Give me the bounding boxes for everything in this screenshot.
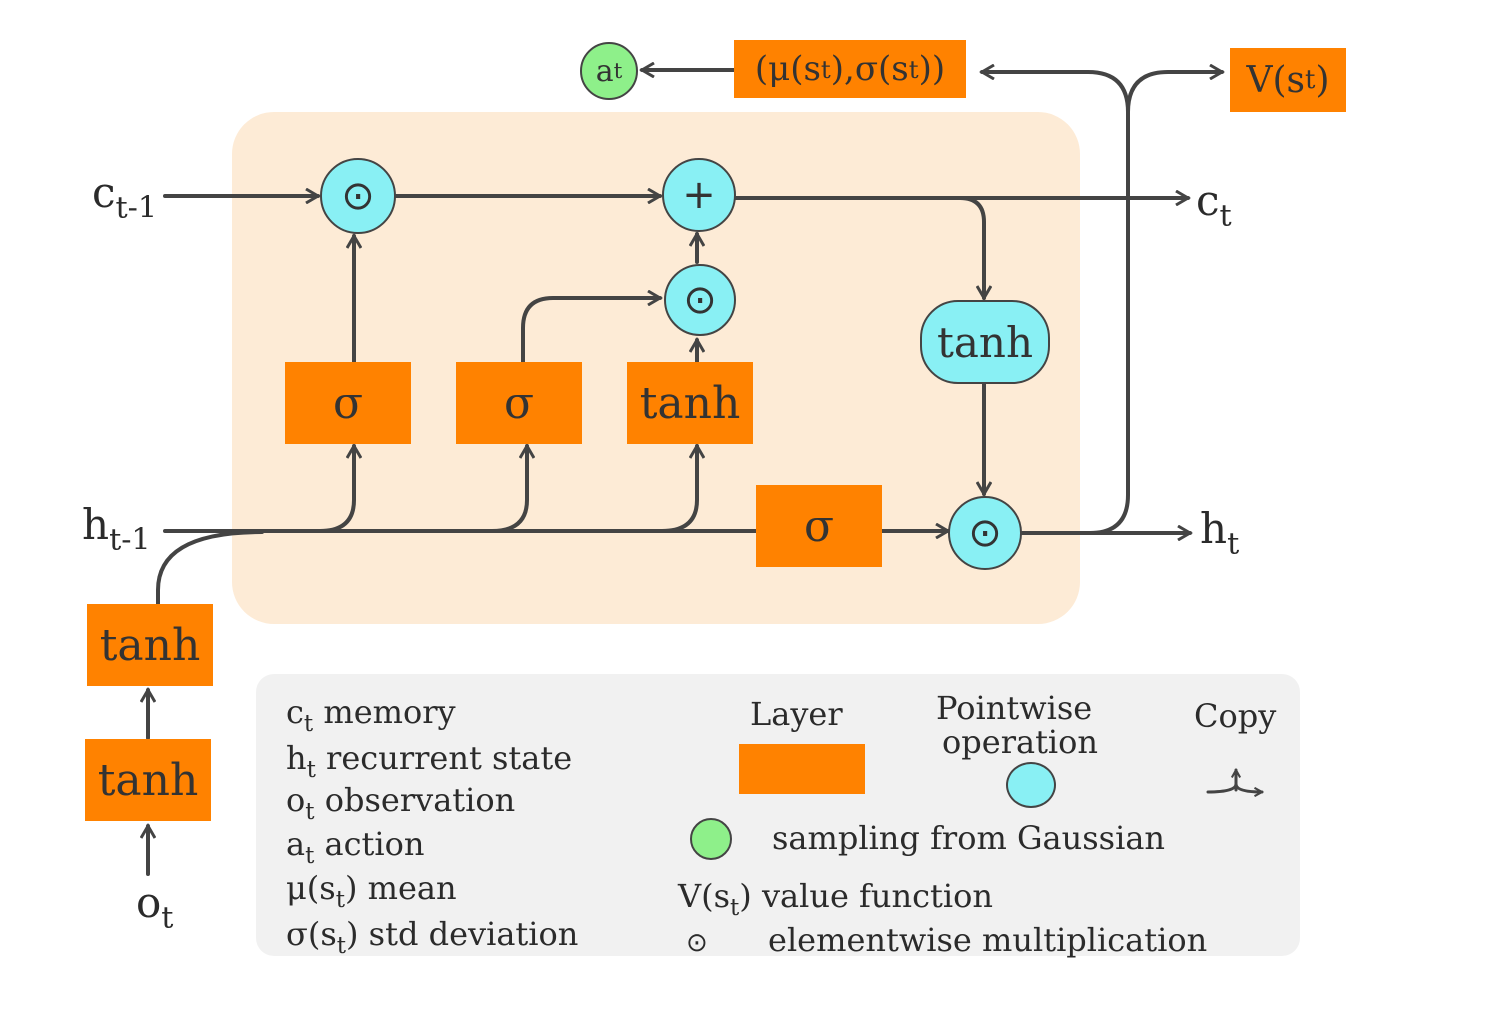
output-multiply-node: ⊙ <box>948 496 1022 570</box>
legend-elementwise-symbol: ⊙ <box>686 928 708 958</box>
legend-panel <box>256 674 1300 956</box>
legend-var-action: at action <box>286 825 425 870</box>
legend-copy-label: Copy <box>1194 697 1277 735</box>
legend-var-recurrent: ht recurrent state <box>286 739 573 784</box>
legend-layer-swatch <box>739 744 865 794</box>
label-c-next: ct <box>1196 176 1232 234</box>
legend-var-std: σ(st) std deviation <box>286 915 579 960</box>
label-h-next: ht <box>1200 504 1240 562</box>
cell-tanh-node: tanh <box>920 300 1050 384</box>
label-c-prev: ct-1 <box>92 168 158 226</box>
legend-pointwise-label-1: Pointwise <box>936 689 1093 727</box>
legend-gaussian-swatch <box>690 818 732 860</box>
encoder-tanh-layer-1: tanh <box>85 739 211 821</box>
label-obs: ot <box>136 878 174 936</box>
label-h-prev: ht-1 <box>82 500 151 558</box>
input-multiply-node: ⊙ <box>664 264 736 336</box>
legend-value-function: V(st) value function <box>678 877 993 922</box>
legend-var-mean: μ(st) mean <box>286 869 457 914</box>
legend-var-observation: ot observation <box>286 781 516 826</box>
legend-elementwise-label: elementwise multiplication <box>768 921 1208 959</box>
input-gate-layer: σ <box>456 362 582 444</box>
legend-pointwise-swatch <box>1006 762 1056 808</box>
output-gate-layer: σ <box>756 485 882 567</box>
legend-gaussian-label: sampling from Gaussian <box>772 819 1165 857</box>
legend-layer-label: Layer <box>750 695 843 733</box>
candidate-tanh-layer: tanh <box>627 362 753 444</box>
legend-var-memory: ct memory <box>286 693 456 738</box>
forget-multiply-node: ⊙ <box>320 158 396 234</box>
legend-pointwise-label-2: operation <box>942 723 1099 761</box>
encoder-tanh-layer-2: tanh <box>87 604 213 686</box>
cell-add-node: + <box>662 158 736 232</box>
forget-gate-layer: σ <box>285 362 411 444</box>
